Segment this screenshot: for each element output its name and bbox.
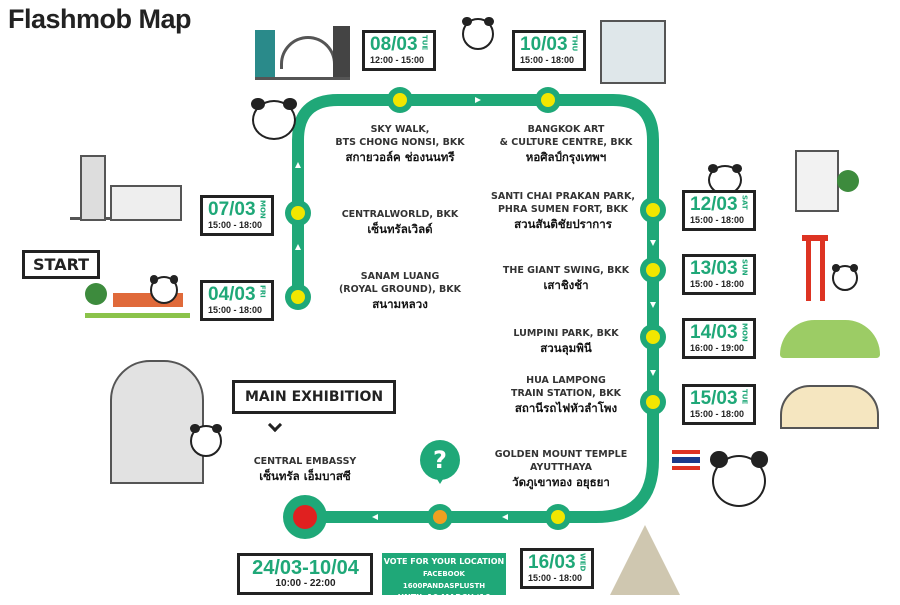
vote-stop-dot [433,510,447,524]
stop-dot [646,330,660,344]
stop-dot [291,206,305,220]
thai-flag-illustration [672,450,700,470]
skywalk-illustration [255,22,350,80]
stop-dot [541,93,555,107]
giant-swing-illustration [800,235,860,305]
map-title: Flashmob Map [8,4,192,34]
fort-illustration [785,150,859,212]
stop-dot [551,510,565,524]
final-time: 10:00 - 22:00 [275,578,336,589]
final-stop-dot [293,505,317,529]
stop-dot [393,93,407,107]
panda-illustration [189,423,223,457]
panda-illustration [250,97,298,140]
stop-dot [646,263,660,277]
panda-illustration [710,451,768,507]
location-label: SANTI CHAI PRAKAN PARK,PHRA SUMEN FORT, … [491,191,635,231]
stop-dot [646,395,660,409]
question-mark-bubble: ? [420,440,460,484]
direction-arrows [295,97,656,520]
central-embassy-illustration [110,360,204,484]
vote-box: VOTE FOR YOUR LOCATION FACEBOOK 1600PAND… [382,553,506,602]
centralworld-illustration [70,155,182,221]
main-exhibition-label: MAIN EXHIBITION [232,380,397,414]
stop-dot [291,290,305,304]
panda-illustration [461,16,495,50]
stop-dot [646,203,660,217]
lumpini-park-illustration [780,320,880,358]
panda-illustration [832,264,858,291]
art-centre-illustration [600,20,666,84]
hua-lampong-illustration [780,385,879,429]
panda-illustration [150,275,178,304]
start-label: START [22,250,101,279]
